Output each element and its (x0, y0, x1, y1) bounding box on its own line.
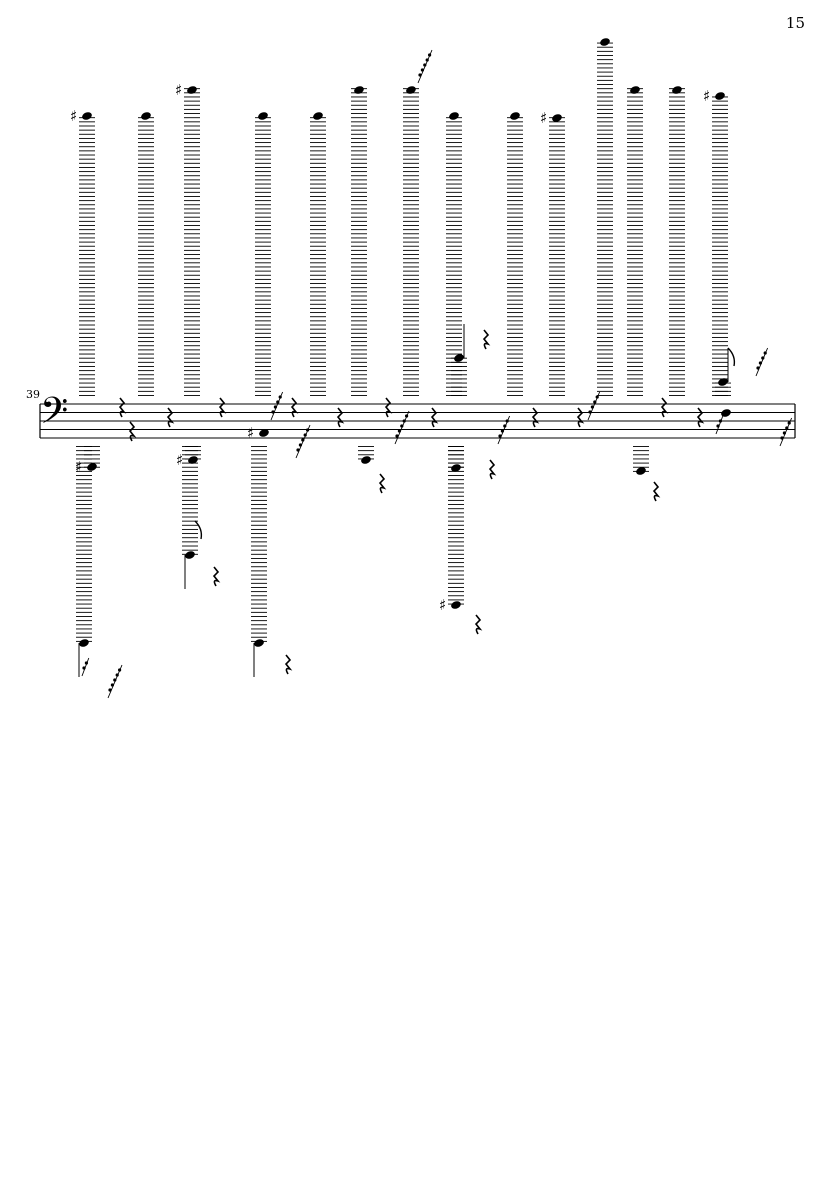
slash-stem (715, 415, 724, 435)
note (255, 112, 271, 396)
note (715, 347, 736, 396)
notehead (636, 467, 646, 475)
quarter-rest (660, 397, 669, 418)
quarter-rest (384, 397, 393, 418)
slash-stem (417, 49, 433, 84)
flag (194, 520, 203, 540)
sharp-accidental: ♯ (175, 81, 182, 99)
measure-number: 39 (26, 388, 40, 401)
note: ♯ (176, 446, 201, 469)
notehead (510, 112, 520, 120)
note (669, 86, 685, 396)
notehead (254, 639, 264, 647)
note (507, 112, 523, 396)
notehead (600, 38, 610, 46)
slash-stem (394, 410, 410, 445)
quarter-rest (284, 654, 293, 675)
quarter-rest (696, 407, 705, 428)
notehead (259, 429, 269, 437)
note (138, 112, 154, 396)
notehead (258, 112, 268, 120)
notehead (672, 86, 682, 94)
note (310, 112, 326, 396)
bass-clef: 𝄢 (40, 390, 68, 441)
note (251, 446, 267, 677)
note (351, 86, 367, 396)
quarter-rest (336, 407, 345, 428)
note: ♯ (175, 81, 200, 396)
note (182, 446, 203, 589)
note (403, 86, 419, 396)
note (451, 324, 467, 396)
quarter-rest (474, 614, 483, 635)
notehead (718, 378, 728, 386)
slash-stem (779, 417, 793, 447)
sharp-accidental: ♯ (439, 596, 446, 614)
notation: ♯♯♯♯♯♯♯♯ (70, 38, 793, 699)
notehead (82, 112, 92, 120)
slash-stem (497, 415, 511, 445)
note: ♯ (540, 109, 565, 396)
notehead (361, 456, 371, 464)
note: ♯ (247, 424, 269, 442)
page-number: 15 (785, 14, 805, 32)
quarter-rest (482, 329, 491, 350)
notehead (313, 112, 323, 120)
quarter-rest (218, 397, 227, 418)
note: ♯ (70, 107, 95, 396)
notehead (451, 464, 461, 472)
sharp-accidental: ♯ (703, 87, 710, 105)
staff (39, 403, 796, 439)
slash-stem (270, 391, 284, 421)
notehead (406, 86, 416, 94)
sharp-accidental: ♯ (176, 451, 183, 469)
sharp-accidental: ♯ (247, 424, 254, 442)
slash-stem (755, 347, 769, 377)
note (446, 112, 462, 396)
quarter-rest (652, 481, 661, 502)
sharp-accidental: ♯ (70, 107, 77, 125)
note (597, 38, 613, 396)
notehead (454, 354, 464, 362)
notehead (449, 112, 459, 120)
note (627, 86, 643, 396)
quarter-rest (576, 407, 585, 428)
note: ♯ (703, 87, 728, 396)
sharp-accidental: ♯ (540, 109, 547, 127)
quarter-rest (430, 407, 439, 428)
note (358, 446, 374, 464)
slash-stem (587, 391, 601, 421)
quarter-rest (166, 407, 175, 428)
note: ♯ (439, 446, 464, 614)
slash-stem (295, 424, 311, 459)
notehead (187, 86, 197, 94)
notehead (141, 112, 151, 120)
note (721, 409, 731, 417)
notehead (630, 86, 640, 94)
quarter-rest (531, 407, 540, 428)
slash-stem (107, 664, 123, 699)
notehead (451, 601, 461, 609)
note (76, 446, 92, 677)
notehead (552, 114, 562, 122)
quarter-rest (378, 473, 387, 494)
notehead (721, 409, 731, 417)
notehead (185, 551, 195, 559)
flag (727, 347, 736, 367)
notehead (188, 456, 198, 464)
quarter-rest (212, 566, 221, 587)
slash-stem (81, 657, 90, 677)
note (633, 446, 649, 475)
notehead (715, 92, 725, 100)
quarter-rest (128, 421, 137, 442)
quarter-rest (290, 397, 299, 418)
notehead (354, 86, 364, 94)
quarter-rest (488, 459, 497, 480)
notehead (79, 639, 89, 647)
quarter-rest (118, 397, 127, 418)
